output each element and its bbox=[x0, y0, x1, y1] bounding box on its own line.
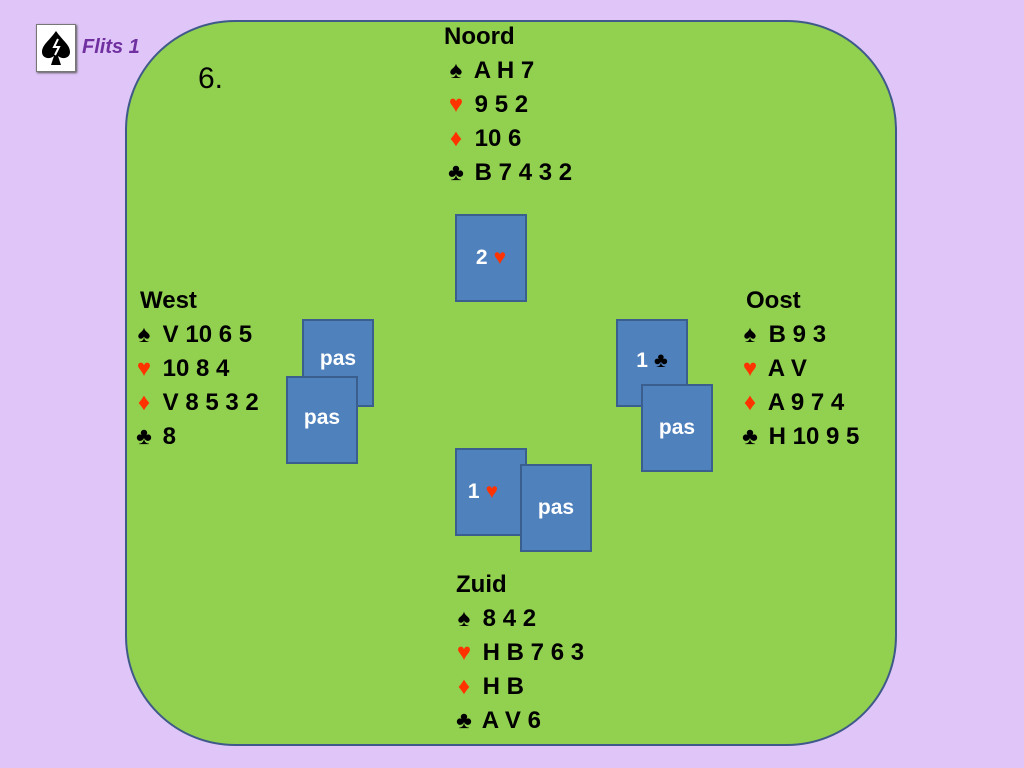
west-clubs: 8 bbox=[162, 423, 177, 450]
spade-icon: ♠ bbox=[457, 605, 471, 632]
bid-card-east-2[interactable]: pas bbox=[641, 384, 713, 472]
heart-icon: ♥ bbox=[448, 91, 464, 118]
hand-west: West ♠ V 10 6 5 ♥ 10 8 4 ♦ V 8 5 3 2 ♣ 8 bbox=[132, 284, 259, 454]
club-icon: ♣ bbox=[653, 349, 668, 372]
hand-west-name: West bbox=[140, 287, 197, 314]
diamond-icon: ♦ bbox=[743, 389, 757, 416]
bid-card-north[interactable]: 2♥ bbox=[455, 214, 527, 302]
bid-level: 1 bbox=[636, 349, 648, 372]
east-clubs: H 10 9 5 bbox=[768, 423, 860, 450]
app-title: Flits 1 bbox=[82, 36, 140, 58]
east-hearts: A V bbox=[767, 355, 807, 382]
bid-text: pas bbox=[537, 496, 575, 519]
west-diamonds: V 8 5 3 2 bbox=[162, 389, 259, 416]
south-hearts: H B 7 6 3 bbox=[482, 639, 585, 666]
bid-text: pas bbox=[319, 347, 357, 370]
east-diamonds: A 9 7 4 bbox=[767, 389, 845, 416]
north-diamonds: 10 6 bbox=[474, 125, 522, 152]
bid-level: 2 bbox=[475, 246, 488, 269]
north-hearts: 9 5 2 bbox=[474, 91, 529, 118]
heart-icon: ♥ bbox=[493, 246, 507, 269]
spade-icon: ♠ bbox=[449, 57, 463, 84]
heart-icon: ♥ bbox=[485, 480, 499, 503]
bridge-table bbox=[125, 20, 897, 746]
hand-east-name: Oost bbox=[746, 287, 801, 314]
spade-icon: ♠ bbox=[743, 321, 757, 348]
hand-east: Oost ♠ B 9 3 ♥ A V ♦ A 9 7 4 ♣ H 10 9 5 bbox=[738, 284, 859, 454]
hand-north: Noord ♠ A H 7 ♥ 9 5 2 ♦ 10 6 ♣ B 7 4 3 2 bbox=[444, 20, 572, 190]
diamond-icon: ♦ bbox=[457, 673, 471, 700]
east-spades: B 9 3 bbox=[768, 321, 827, 348]
north-clubs: B 7 4 3 2 bbox=[474, 159, 573, 186]
west-hearts: 10 8 4 bbox=[162, 355, 230, 382]
hand-south: Zuid ♠ 8 4 2 ♥ H B 7 6 3 ♦ H B ♣ A V 6 bbox=[452, 568, 584, 738]
south-clubs: A V 6 bbox=[481, 707, 541, 734]
heart-icon: ♥ bbox=[456, 639, 472, 666]
heart-icon: ♥ bbox=[742, 355, 758, 382]
bid-card-south-2[interactable]: pas bbox=[520, 464, 592, 552]
bid-level: 1 bbox=[467, 480, 480, 503]
hand-south-name: Zuid bbox=[456, 571, 507, 598]
west-spades: V 10 6 5 bbox=[162, 321, 253, 348]
club-icon: ♣ bbox=[742, 423, 758, 450]
diamond-icon: ♦ bbox=[137, 389, 151, 416]
bid-card-west-2[interactable]: pas bbox=[286, 376, 358, 464]
heart-icon: ♥ bbox=[136, 355, 152, 382]
spade-icon: ♠ bbox=[137, 321, 151, 348]
south-spades: 8 4 2 bbox=[482, 605, 537, 632]
south-diamonds: H B bbox=[482, 673, 525, 700]
bid-text: pas bbox=[658, 416, 696, 439]
bid-text: pas bbox=[303, 406, 341, 429]
club-icon: ♣ bbox=[456, 707, 472, 734]
north-spades: A H 7 bbox=[473, 57, 535, 84]
spade-logo-icon bbox=[36, 24, 76, 72]
club-icon: ♣ bbox=[448, 159, 464, 186]
hand-north-name: Noord bbox=[444, 23, 515, 50]
diamond-icon: ♦ bbox=[449, 125, 463, 152]
club-icon: ♣ bbox=[136, 423, 152, 450]
board-number: 6. bbox=[198, 62, 224, 95]
bid-card-south-1[interactable]: 1♥ bbox=[455, 448, 527, 536]
